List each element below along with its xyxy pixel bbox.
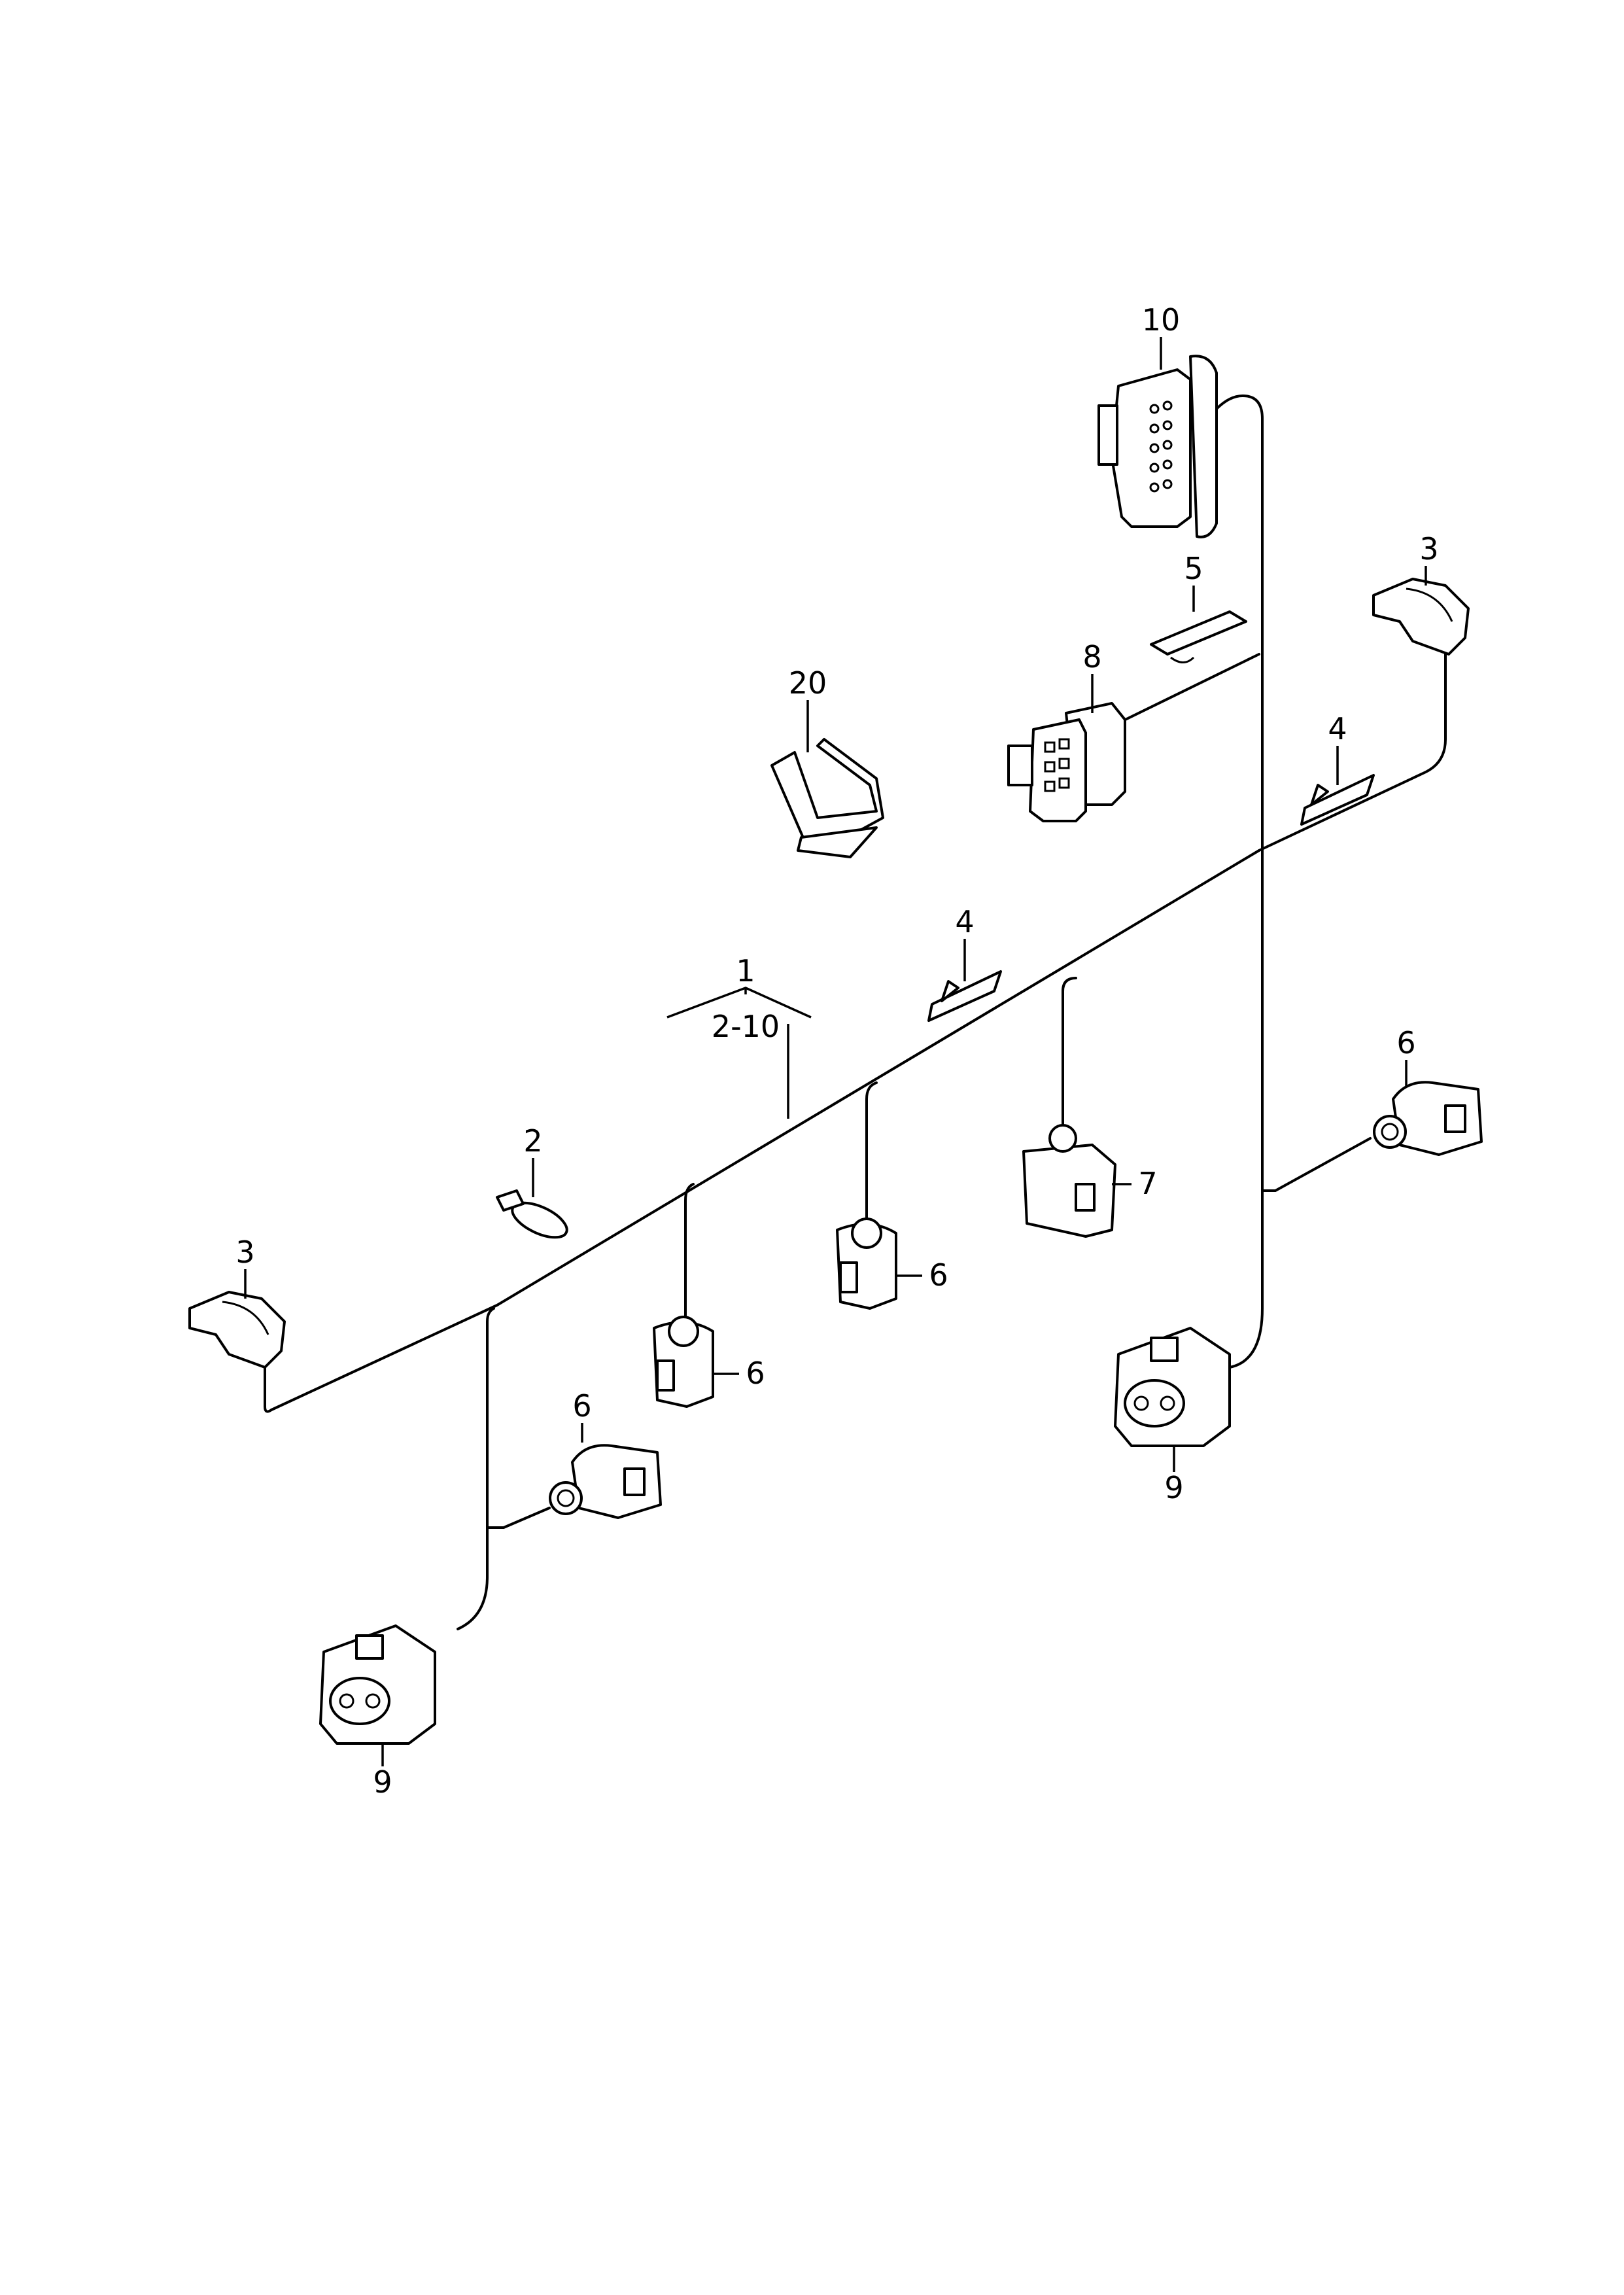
connector-6-right [1373, 1081, 1483, 1156]
wire-to-mid-6 [865, 1081, 878, 1221]
wire-to-right-3 [1258, 653, 1447, 852]
callout-8: 8 [1082, 639, 1101, 674]
connector-8 [1007, 702, 1126, 822]
clip-4-mid [927, 970, 1002, 1022]
callout-20: 20 [789, 665, 827, 701]
callout-4-mid: 4 [955, 904, 974, 939]
callout-6-right: 6 [1396, 1025, 1415, 1060]
main-trunk-wire [270, 849, 1260, 1411]
wire-to-left-3 [264, 1366, 273, 1413]
connector-6-mid [836, 1218, 897, 1310]
connector-10 [1097, 355, 1218, 538]
callout-9-right: 9 [1164, 1470, 1183, 1505]
callout-3-right: 3 [1419, 531, 1438, 567]
wire-to-connector-8 [1111, 653, 1260, 727]
callout-9-left: 9 [373, 1764, 392, 1800]
callout-2: 2 [523, 1123, 542, 1159]
callout-labels: 10 5 3 8 20 4 4 1 2-10 6 2 7 3 6 6 6 9 9 [235, 302, 1438, 1800]
callout-6-low: 6 [746, 1356, 765, 1391]
wire-to-connector-10 [1215, 394, 1264, 852]
callout-7: 7 [1138, 1166, 1157, 1201]
wire-to-right-6 [1261, 1137, 1372, 1192]
callout-6-left: 6 [572, 1388, 591, 1424]
wire-to-connector-7 [1062, 977, 1077, 1140]
wire-to-left-9 [457, 1307, 495, 1630]
callout-3-left: 3 [235, 1235, 254, 1270]
sensor-3-right [1372, 578, 1470, 656]
connector-6-left [549, 1444, 662, 1519]
connector-9-left [319, 1624, 436, 1745]
wire-to-low-6 [684, 1183, 695, 1320]
connector-9-right [1114, 1327, 1231, 1447]
callout-10: 10 [1142, 302, 1181, 338]
callout-1: 1 [736, 953, 755, 989]
wire-vertical-right [1228, 849, 1264, 1369]
connector-6-low [653, 1316, 714, 1408]
leader-lines [244, 337, 1427, 1766]
callout-5: 5 [1184, 551, 1203, 586]
callout-4-right: 4 [1328, 711, 1347, 746]
callout-6-mid: 6 [929, 1257, 948, 1293]
bracket-5 [1150, 610, 1247, 663]
wire-to-left-6 [486, 1507, 551, 1529]
sensor-3-left [188, 1291, 286, 1369]
cable-tie-2 [496, 1189, 568, 1239]
callout-1-range: 2-10 [712, 1009, 780, 1044]
harness-wires [264, 394, 1447, 1630]
connector-7 [1022, 1124, 1116, 1238]
clip-4-right [1300, 774, 1375, 826]
clip-20 [770, 738, 884, 858]
